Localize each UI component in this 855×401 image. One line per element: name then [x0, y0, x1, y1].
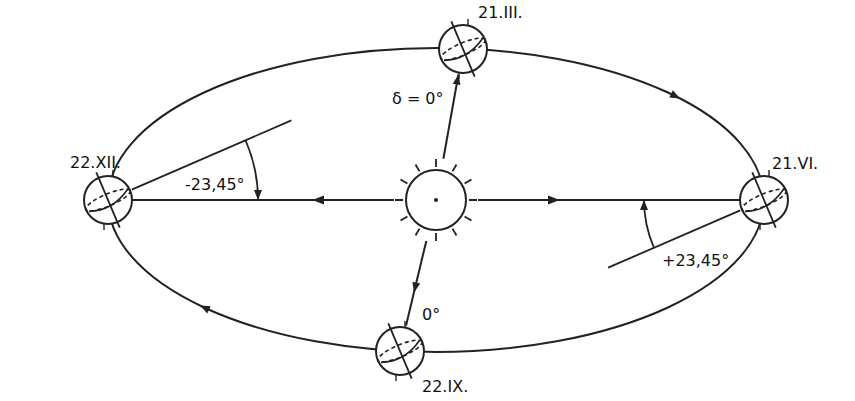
date-label: 21.III.: [478, 4, 523, 22]
earth: [84, 170, 133, 230]
orbit-arrow: [669, 90, 680, 98]
date-label: 22.IX.: [422, 378, 468, 396]
earth: [740, 170, 789, 230]
earth: [376, 321, 425, 381]
direction-arrow: [312, 75, 560, 293]
angle-label: +23,45°: [662, 252, 729, 270]
date-label: 22.XII.: [70, 154, 121, 172]
angle-label: -23,45°: [185, 176, 245, 194]
earth-position: 22.IX.: [376, 327, 424, 375]
orbit-arrow: [200, 306, 211, 314]
earth-position: 21.III.: [439, 25, 487, 73]
date-label: 21.VI.: [772, 155, 818, 173]
angle-label: δ = 0°: [392, 90, 444, 108]
orbit: [108, 48, 764, 352]
sun-rays-lines: [132, 75, 740, 326]
angle-wedge: [132, 120, 740, 267]
earth-position: 22.XII.: [84, 176, 132, 224]
angle-arrow: [254, 190, 262, 200]
earth-position: 21.VI.: [740, 176, 788, 224]
angle-arrow: [640, 200, 648, 210]
sun: [395, 159, 477, 241]
earth: [439, 19, 488, 79]
angle-label: 0°: [422, 306, 440, 324]
